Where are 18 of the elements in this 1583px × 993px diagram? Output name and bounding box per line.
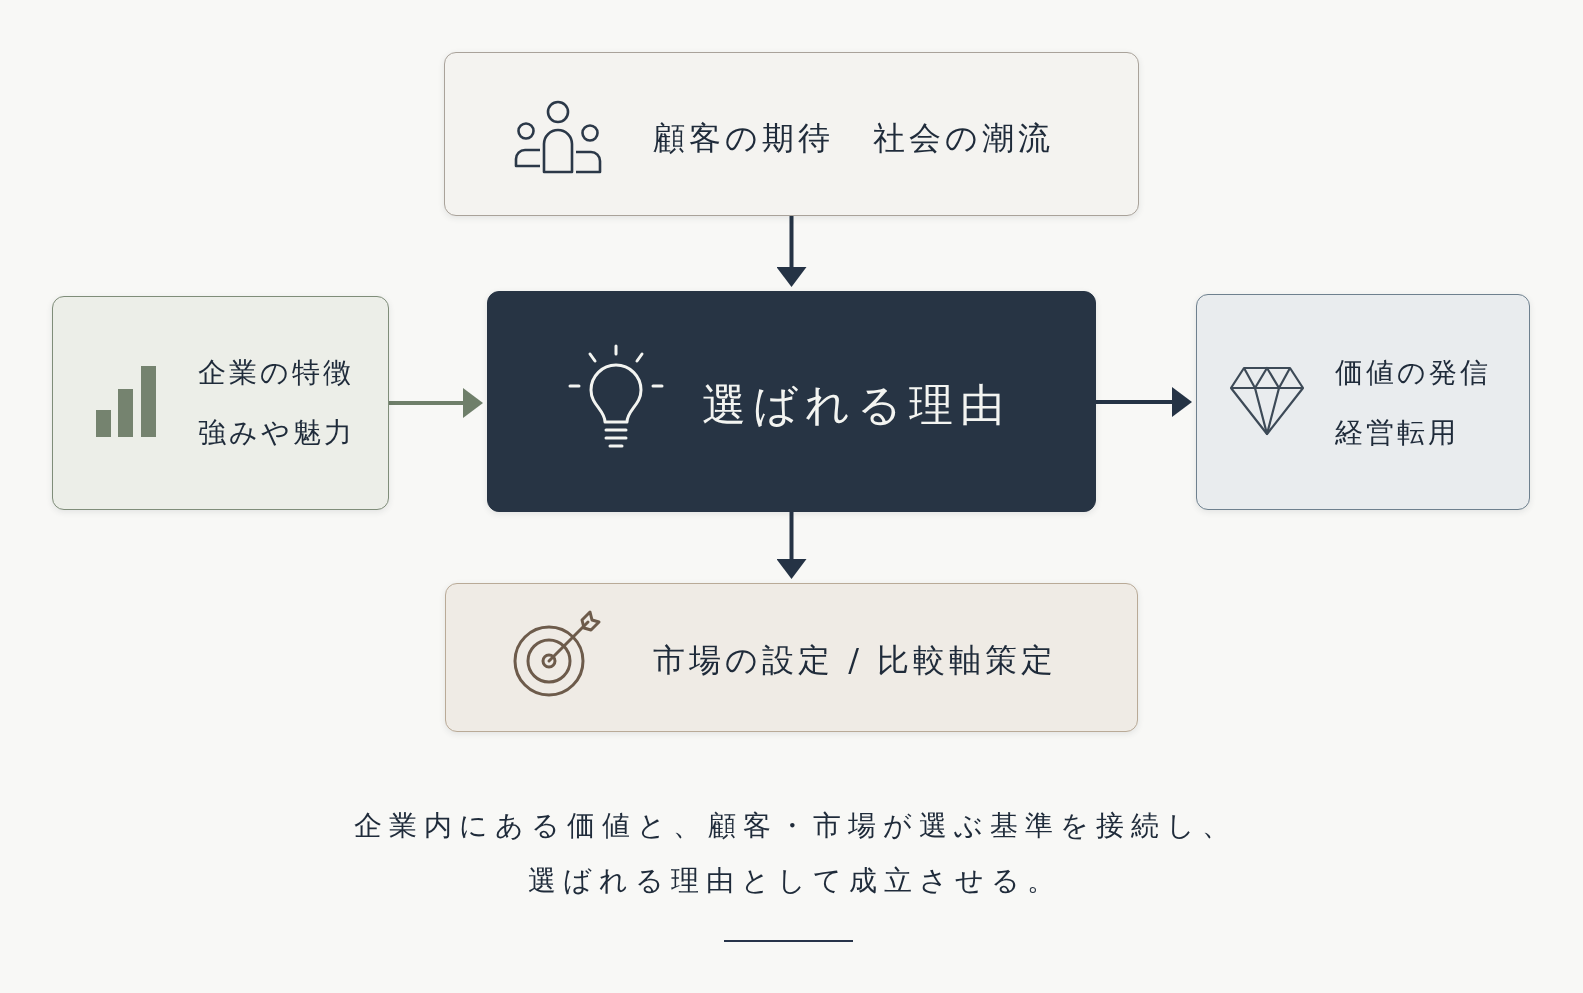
rounded-box <box>444 52 1139 216</box>
arrow <box>1096 387 1192 417</box>
label-text: 強みや魅力 <box>198 419 355 447</box>
label-text: 社会の潮流 <box>873 122 1054 154</box>
rounded-box <box>1196 294 1530 510</box>
title-text: 選ばれる理由 <box>702 383 1011 427</box>
label-text: 価値の発信 <box>1335 359 1491 387</box>
label-text: 企業の特徴 <box>198 359 354 387</box>
rounded-box <box>52 296 389 510</box>
label-text: 経営転用 <box>1335 419 1459 447</box>
label-text: 市場の設定 / 比較軸策定 <box>653 644 1058 676</box>
arrow <box>776 216 807 287</box>
caption-text: 企業内にある価値と、顧客・市場が選ぶ基準を接続し、選ばれる理由として成立させる。 <box>352 808 1238 899</box>
arrow <box>389 388 483 418</box>
title-panel <box>487 291 1096 512</box>
arrow <box>776 512 807 579</box>
rounded-box <box>445 583 1138 732</box>
label-text: 顧客の期待 <box>653 122 834 154</box>
